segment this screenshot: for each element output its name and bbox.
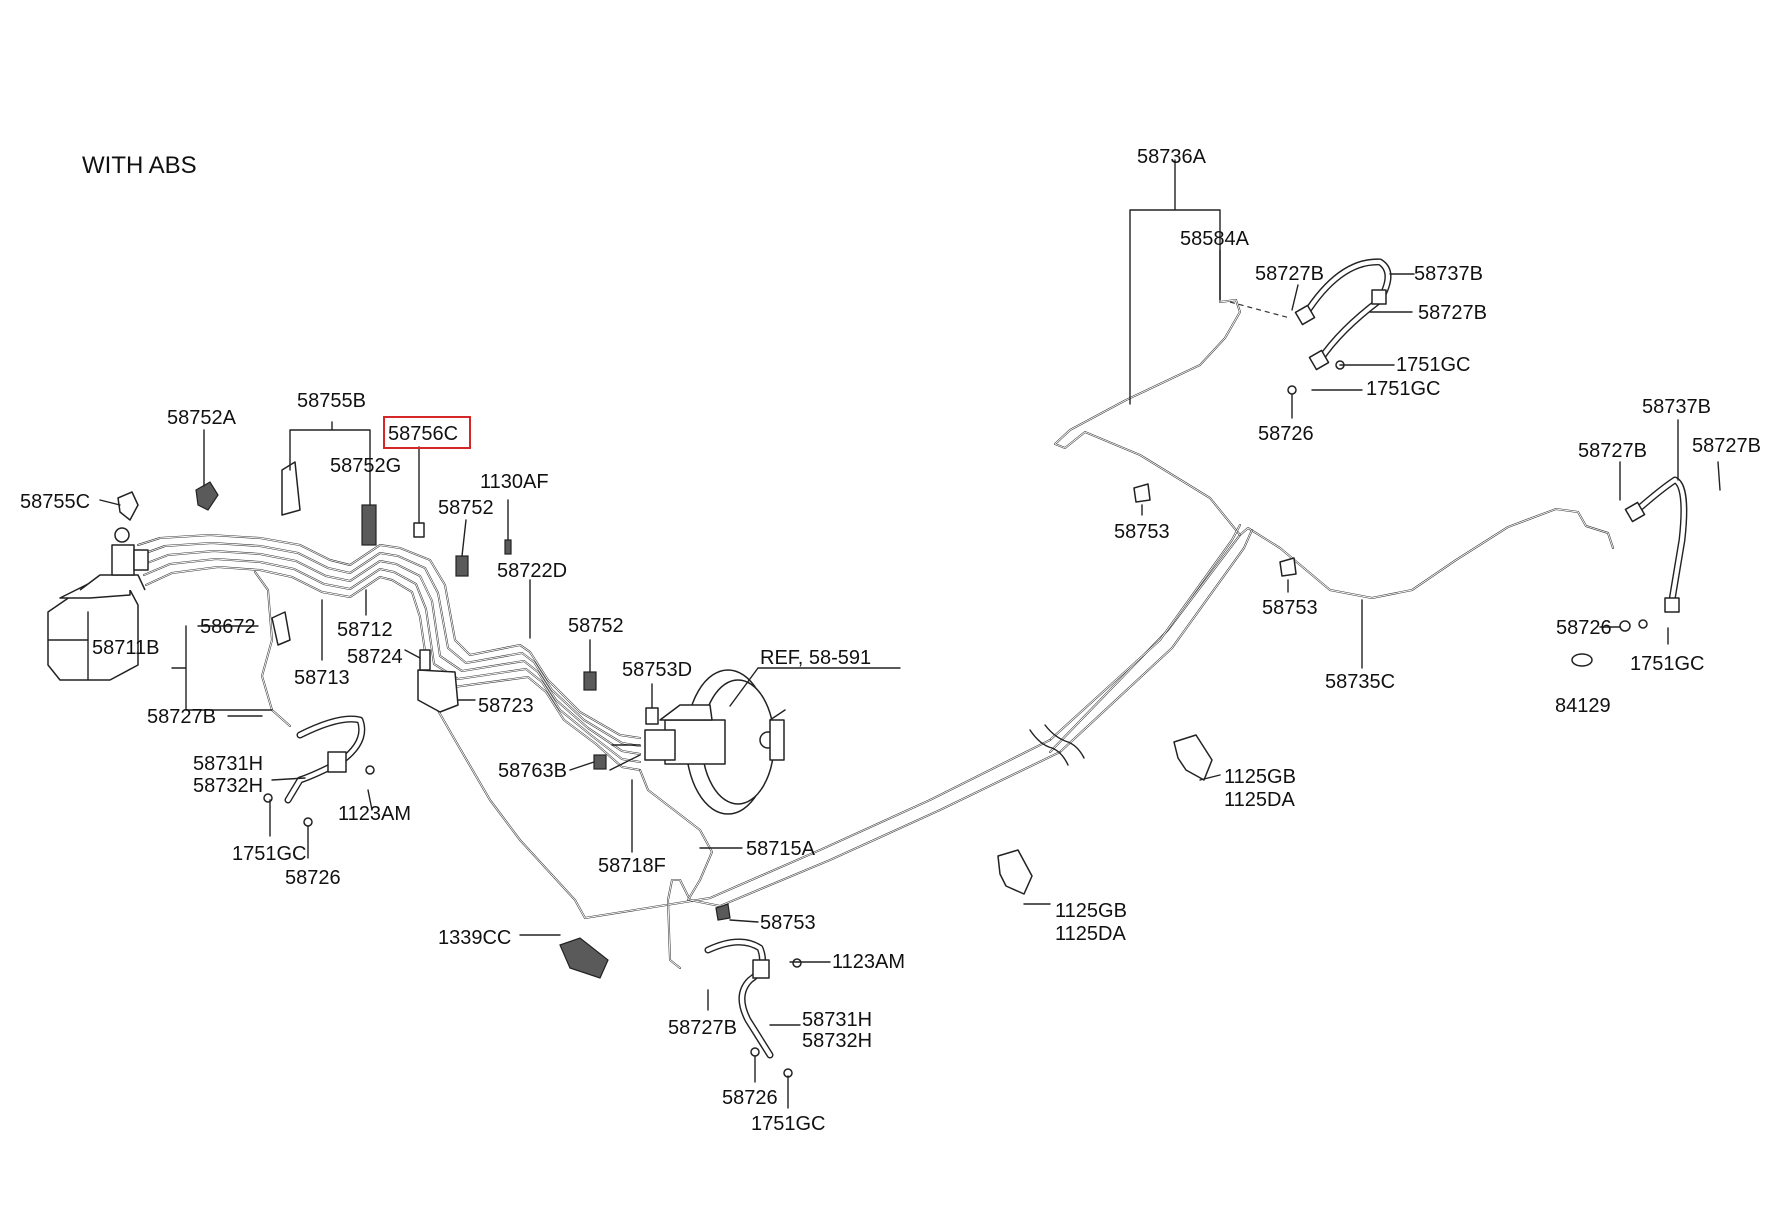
highlight-box bbox=[383, 416, 471, 449]
part-label-58727B: 58727B bbox=[147, 706, 216, 728]
part-label-1125GB: 1125GB bbox=[1224, 766, 1296, 788]
part-label-58724: 58724 bbox=[347, 646, 403, 668]
part-label-1130AF: 1130AF bbox=[480, 471, 549, 493]
part-label-58726: 58726 bbox=[1556, 617, 1612, 639]
part-label-58735C: 58735C bbox=[1325, 671, 1395, 693]
part-label-ref-58-591: REF, 58-591 bbox=[760, 647, 871, 669]
front-hoses bbox=[284, 715, 774, 1059]
part-label-58752: 58752 bbox=[568, 615, 624, 637]
part-label-58726: 58726 bbox=[285, 867, 341, 889]
rear-hoses bbox=[1229, 258, 1688, 613]
part-label-58731H: 58731H bbox=[802, 1009, 872, 1031]
part-label-58731H: 58731H bbox=[193, 753, 263, 775]
part-label-1751GC: 1751GC bbox=[1366, 378, 1441, 400]
part-label-1751GC: 1751GC bbox=[751, 1113, 826, 1135]
part-label-58726: 58726 bbox=[722, 1087, 778, 1109]
front-line-bundle bbox=[137, 534, 713, 901]
part-label-58723: 58723 bbox=[478, 695, 534, 717]
part-label-1125DA: 1125DA bbox=[1055, 923, 1126, 945]
part-label-58753: 58753 bbox=[1262, 597, 1318, 619]
part-label-1751GC: 1751GC bbox=[232, 843, 307, 865]
part-label-58736A: 58736A bbox=[1137, 146, 1207, 168]
part-label-1125GB: 1125GB bbox=[1055, 900, 1127, 922]
small-parts bbox=[117, 360, 1648, 1078]
part-label-58726: 58726 bbox=[1258, 423, 1314, 445]
leader-lines bbox=[99, 159, 1721, 1109]
abs-unit bbox=[47, 527, 149, 681]
part-label-1123AM: 1123AM bbox=[338, 803, 411, 825]
part-label-58584A: 58584A bbox=[1180, 228, 1250, 250]
part-label-1123AM: 1123AM bbox=[832, 951, 905, 973]
part-label-58752: 58752 bbox=[438, 497, 494, 519]
part-label-58715A: 58715A bbox=[746, 838, 816, 860]
part-label-58753: 58753 bbox=[1114, 521, 1170, 543]
part-label-58752A: 58752A bbox=[167, 407, 237, 429]
diagram-title: WITH ABS bbox=[82, 152, 197, 179]
part-label-58732H: 58732H bbox=[193, 775, 263, 797]
part-label-58672: 58672 bbox=[200, 616, 256, 638]
brake-booster bbox=[609, 669, 786, 815]
part-label-58727B: 58727B bbox=[1578, 440, 1647, 462]
part-label-58712: 58712 bbox=[337, 619, 393, 641]
part-label-58755B: 58755B bbox=[297, 390, 366, 412]
part-label-58727B: 58727B bbox=[1418, 302, 1487, 324]
part-label-58753: 58753 bbox=[760, 912, 816, 934]
part-label-58753D: 58753D bbox=[622, 659, 692, 681]
part-label-1339CC: 1339CC bbox=[438, 927, 511, 949]
part-label-58713: 58713 bbox=[294, 667, 350, 689]
part-label-58755C: 58755C bbox=[20, 491, 90, 513]
part-label-58763B: 58763B bbox=[498, 760, 567, 782]
part-label-58737B: 58737B bbox=[1414, 263, 1483, 285]
part-label-58711B: 58711B bbox=[92, 637, 159, 659]
part-label-58727B: 58727B bbox=[668, 1017, 737, 1039]
part-label-58756C: 58756C bbox=[388, 423, 458, 445]
part-label-58727B: 58727B bbox=[1692, 435, 1761, 457]
part-label-58737B: 58737B bbox=[1642, 396, 1711, 418]
part-label-58732H: 58732H bbox=[802, 1030, 872, 1052]
part-label-1751GC: 1751GC bbox=[1630, 653, 1705, 675]
part-label-1751GC: 1751GC bbox=[1396, 354, 1471, 376]
part-label-58727B: 58727B bbox=[1255, 263, 1324, 285]
part-labels: 58736A 58584A 58727B 58737B 58727B 1751G… bbox=[20, 146, 1761, 1135]
part-label-84129: 84129 bbox=[1555, 695, 1611, 717]
part-label-58722D: 58722D bbox=[497, 560, 567, 582]
part-label-58752G: 58752G bbox=[330, 455, 401, 477]
part-label-58718F: 58718F bbox=[598, 855, 666, 877]
main-brake-lines bbox=[427, 299, 1614, 969]
part-label-1125DA: 1125DA bbox=[1224, 789, 1295, 811]
